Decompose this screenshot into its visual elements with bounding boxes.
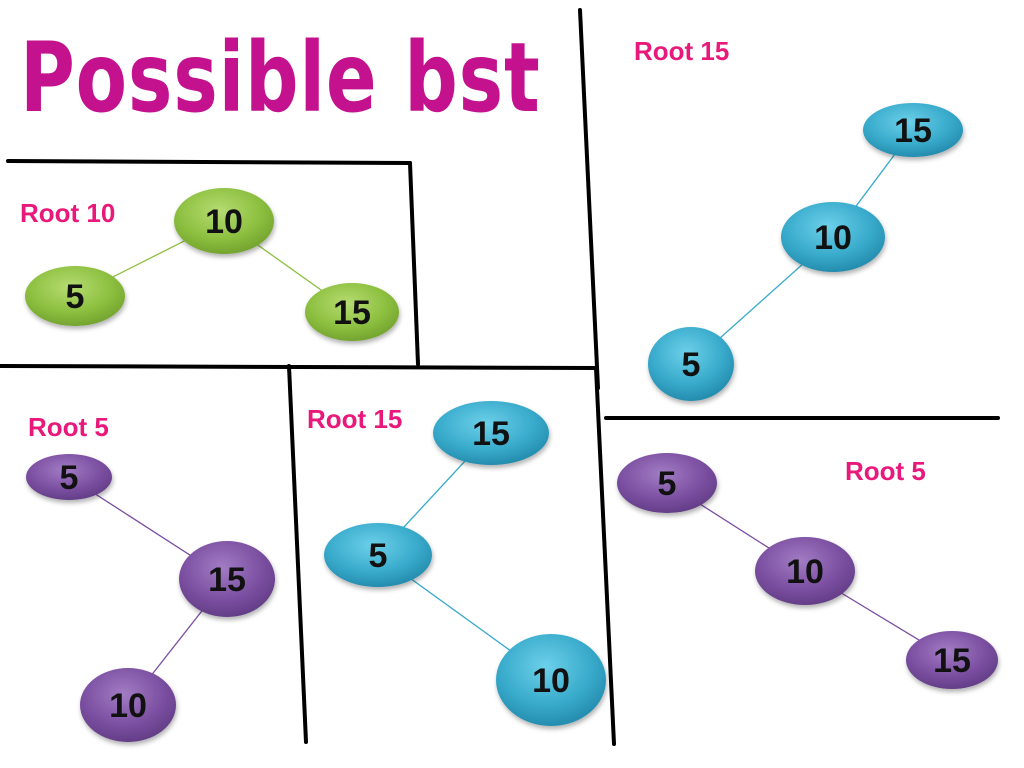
tree-node-label: 15 — [208, 561, 246, 599]
divider-line — [287, 364, 308, 744]
divider-line — [408, 161, 420, 366]
divider-line — [6, 159, 412, 165]
tree-node-shape — [324, 523, 432, 587]
tree-node: 10 — [174, 188, 274, 254]
tree-node-shape — [80, 668, 176, 742]
tree-node: 10 — [80, 668, 176, 742]
tree-node: 10 — [496, 634, 606, 726]
tree-node-label: 5 — [682, 346, 701, 384]
tree-node-label: 10 — [814, 219, 852, 257]
tree-node-label: 5 — [60, 459, 79, 497]
tree-node-shape — [781, 202, 885, 272]
tree-node: 15 — [863, 103, 963, 157]
root-label-panel-3: Root 5 — [28, 412, 109, 442]
root-label-panel-1: Root 10 — [20, 198, 116, 228]
tree-node: 10 — [781, 202, 885, 272]
tree-node-shape — [305, 283, 399, 341]
tree-node: 5 — [617, 453, 717, 513]
root-label-panel-4: Root 15 — [307, 404, 403, 434]
tree-node-label: 15 — [933, 642, 971, 680]
tree-node-shape — [755, 537, 855, 605]
tree-node-shape — [433, 401, 549, 465]
tree-node: 15 — [433, 401, 549, 465]
tree-nodes: 10 5 15 15 10 5 5 15 10 15 5 10 5 10 15 — [25, 103, 998, 742]
tree-node-shape — [863, 103, 963, 157]
tree-node: 15 — [305, 283, 399, 341]
tree-node: 10 — [755, 537, 855, 605]
tree-node-shape — [906, 631, 998, 689]
tree-node-shape — [496, 634, 606, 726]
tree-node-label: 5 — [66, 278, 85, 316]
tree-node-shape — [26, 454, 112, 500]
tree-node: 5 — [648, 327, 734, 401]
tree-node-shape — [179, 541, 275, 617]
tree-node: 5 — [25, 266, 125, 326]
tree-node: 5 — [324, 523, 432, 587]
tree-node-label: 15 — [472, 415, 510, 453]
tree-node-label: 15 — [894, 112, 932, 150]
tree-node-label: 5 — [658, 465, 677, 503]
tree-node-label: 10 — [786, 553, 824, 591]
tree-node-label: 15 — [333, 294, 371, 332]
divider-line — [594, 366, 616, 746]
tree-node-shape — [174, 188, 274, 254]
divider-line — [578, 8, 600, 390]
divider-line — [0, 364, 599, 370]
tree-node-shape — [617, 453, 717, 513]
tree-node-label: 10 — [205, 203, 243, 241]
tree-node-label: 10 — [532, 662, 570, 700]
tree-node: 15 — [179, 541, 275, 617]
tree-node-label: 5 — [369, 537, 388, 575]
tree-node-label: 10 — [109, 687, 147, 725]
tree-node: 15 — [906, 631, 998, 689]
slide-title: Possible bst — [20, 22, 541, 134]
tree-node-shape — [648, 327, 734, 401]
panel-dividers — [0, 8, 1000, 746]
tree-node: 5 — [26, 454, 112, 500]
root-label-panel-5: Root 5 — [845, 456, 926, 486]
root-label-panel-2: Root 15 — [634, 36, 730, 66]
tree-node-shape — [25, 266, 125, 326]
